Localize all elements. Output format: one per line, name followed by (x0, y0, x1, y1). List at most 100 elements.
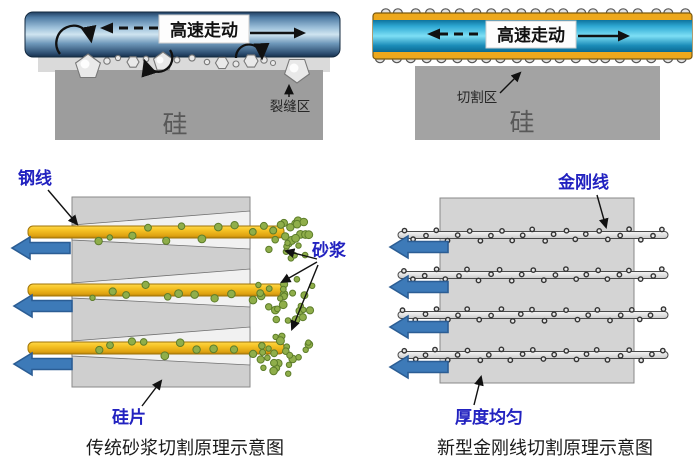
diamond-grit-dot (596, 228, 603, 234)
diamond-grit-dot (604, 276, 611, 283)
right-arrowhead-icon (294, 27, 306, 39)
diamond-grit-dot (499, 228, 505, 234)
diamond-grit-dot (583, 271, 590, 278)
slurry-particle (141, 280, 150, 289)
wire-direction-arrow (389, 275, 449, 299)
rotation-arrow (141, 49, 174, 78)
slurry-particle (256, 289, 265, 298)
slurry-particle (295, 354, 302, 361)
diamond-grit-dot (607, 317, 613, 324)
slurry-particle (305, 339, 312, 346)
slurry-particle (258, 342, 266, 350)
diamond-wire (397, 231, 669, 239)
diamond-grit-dot (637, 236, 644, 243)
diamond-grit-dot (563, 227, 570, 234)
wire-direction-arrow (13, 352, 73, 376)
diamond-grit-dot (617, 312, 624, 319)
slurry-particle (269, 366, 278, 376)
steel-wire-label: 钢线 (18, 168, 52, 188)
speed-label-box (158, 14, 250, 44)
silicon-block (55, 70, 323, 140)
slurry-particle (128, 231, 137, 240)
slurry-particle (271, 235, 280, 244)
steel-wire (27, 341, 285, 355)
speed-label-box (485, 20, 577, 49)
diamond-grit-dot (604, 356, 611, 363)
diamond-grit-dot (550, 231, 557, 238)
diamond-grit-dot (496, 266, 503, 273)
abrasive-grain (243, 54, 259, 68)
slurry-particle (272, 315, 281, 324)
slurry-particle (144, 223, 152, 232)
slurry-particle (285, 361, 293, 369)
abrasive-grain (214, 56, 230, 70)
diamond-wire (397, 311, 669, 319)
diamond-grit-dot (401, 347, 408, 354)
slurry-particle (277, 295, 284, 302)
diamond-grit-dot (563, 307, 570, 314)
slurry-particle (255, 281, 262, 289)
diamond-grit-dot (617, 232, 624, 239)
slurry-particle (279, 285, 287, 293)
diamond-grit-bump (651, 8, 662, 14)
slurry-particle (94, 236, 103, 246)
slurry-particle (256, 355, 265, 364)
slurry-particle (270, 358, 278, 367)
slurry-particle (281, 232, 290, 241)
diamond-grit-dot (585, 312, 592, 319)
slurry-particle (265, 245, 273, 254)
diamond-grit-dot (616, 271, 623, 278)
slurry-particle (265, 345, 272, 352)
slurry-particle (162, 236, 171, 245)
diamond-grit-dot (464, 266, 470, 273)
abrasive-grain (142, 55, 150, 63)
diamond-grit-dot (636, 316, 643, 323)
diamond-grit-dot (660, 306, 667, 313)
slurry-particle (106, 341, 114, 350)
diamond-grit-bump (486, 8, 497, 14)
slurry-particle (227, 289, 236, 299)
diamond-grit-dot (476, 316, 483, 323)
steel-wire (27, 283, 285, 297)
slurry-arrow (290, 264, 319, 331)
diamond-grit-bump (632, 8, 643, 14)
diamond-grit-bump (500, 8, 511, 14)
right-arrowhead-icon (618, 30, 630, 42)
slurry-particle (304, 230, 314, 240)
diamond-grit-dot (477, 357, 484, 364)
slurry-particle (291, 233, 301, 243)
diamond-grit-dot (399, 307, 406, 314)
diamond-grit-dot (454, 232, 461, 239)
left-arrowhead-icon (427, 28, 440, 40)
diamond-grit-dot (517, 311, 524, 318)
diamond-grit-bump (605, 8, 616, 14)
slurry-particle (278, 300, 288, 310)
diamond-grit-dot (648, 351, 655, 358)
diamond-grit-bump (410, 8, 421, 14)
diamond-grit-dot (487, 232, 494, 239)
diamond-grit-dot (477, 237, 484, 244)
diamond-grit-dot (454, 351, 461, 358)
diamond-grit-dot (422, 352, 429, 359)
diamond-grit-dot (519, 351, 526, 358)
diamond-grit-dot (530, 267, 537, 274)
slurry-particle (264, 354, 271, 362)
slurry-particle (89, 294, 96, 302)
slurry-particle (139, 338, 148, 346)
wire-direction-arrow (389, 315, 449, 339)
caption-traditional: 传统砂浆切割原理示意图 (86, 438, 284, 458)
diamond-grit-dot (433, 306, 440, 313)
diamond-grit-dot (658, 226, 665, 233)
slurry-particle (174, 289, 184, 299)
diamond-grit-dot (604, 236, 611, 243)
diamond-grit-dot (658, 266, 665, 273)
diamond-grit-dot (562, 266, 569, 273)
diamond-grit-bump (618, 8, 629, 14)
diamond-grit-dot (659, 347, 666, 354)
slurry-particle (289, 289, 297, 297)
slurry-particle (249, 349, 258, 358)
diamond-grit-dot (647, 312, 654, 319)
diamond-grit-dot (519, 232, 526, 239)
